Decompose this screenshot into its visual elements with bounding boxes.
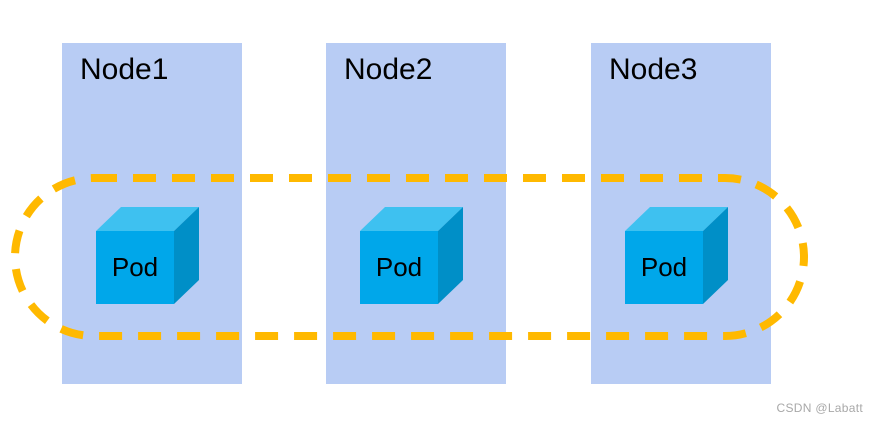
pod-cube-1: Pod xyxy=(96,207,199,304)
node-box-2: Node2 Pod xyxy=(326,43,506,384)
node-label-2: Node2 xyxy=(344,53,433,86)
watermark: CSDN @Labatt xyxy=(776,401,863,415)
cube-icon xyxy=(96,207,199,304)
cube-icon xyxy=(360,207,463,304)
node-label-1: Node1 xyxy=(80,53,169,86)
node-label-3: Node3 xyxy=(609,53,698,86)
pod-cube-2: Pod xyxy=(360,207,463,304)
node-box-1: Node1 Pod xyxy=(62,43,242,384)
cube-front-face xyxy=(360,231,438,304)
node-box-3: Node3 Pod xyxy=(591,43,771,384)
pod-cube-3: Pod xyxy=(625,207,728,304)
cube-front-face xyxy=(96,231,174,304)
cube-icon xyxy=(625,207,728,304)
cube-front-face xyxy=(625,231,703,304)
